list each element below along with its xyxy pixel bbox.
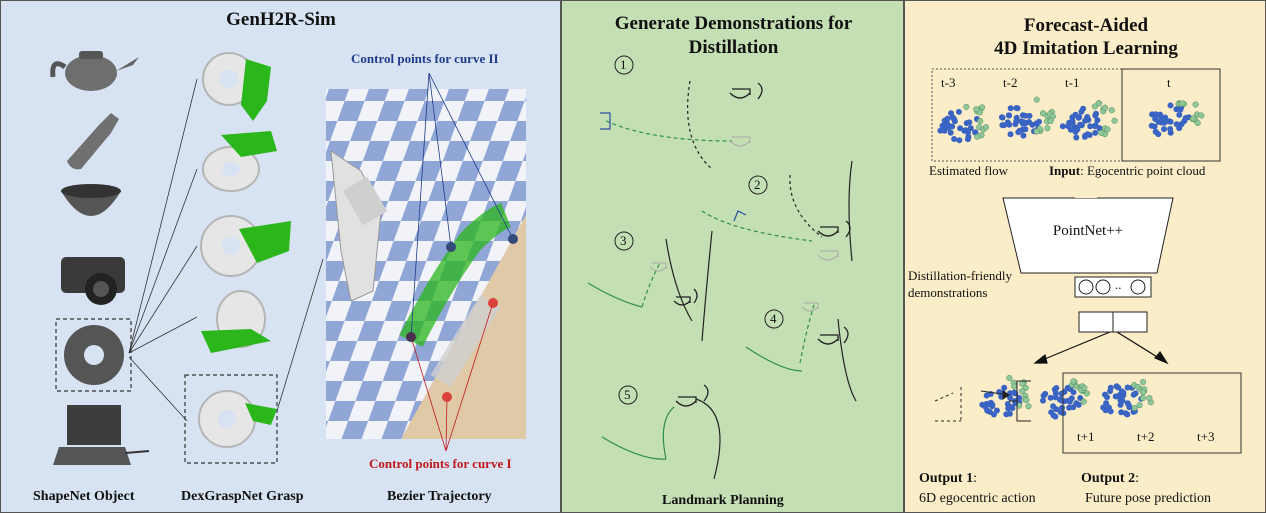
panel-genh2r-sim: GenH2R-Sim Control points for curve II C… bbox=[0, 0, 561, 513]
donut-object bbox=[64, 325, 124, 385]
laptop-object bbox=[53, 405, 150, 465]
input-label-rest: : Egocentric point cloud bbox=[1080, 163, 1206, 178]
curve-ii-leader-lines bbox=[410, 72, 514, 338]
feature-vector bbox=[1074, 276, 1152, 298]
control-point-i-2 bbox=[442, 392, 452, 402]
imitation-title-line2: 4D Imitation Learning bbox=[994, 38, 1178, 59]
step-number-1: 1 bbox=[620, 57, 627, 72]
frame-label-t: t bbox=[1167, 75, 1171, 90]
point-cloud-6 bbox=[1040, 378, 1090, 420]
grasp-4 bbox=[201, 290, 271, 353]
distillation-arrow-layer bbox=[1, 1, 363, 514]
point-cloud-4 bbox=[1148, 100, 1205, 138]
control-point-ii-1 bbox=[446, 242, 456, 252]
grasp-2 bbox=[202, 131, 277, 192]
output1-bold: Output 1 bbox=[919, 471, 974, 486]
point-cloud-7 bbox=[1100, 378, 1154, 418]
demo-title-line1: Generate Demonstrations for bbox=[614, 13, 853, 34]
grasp-1 bbox=[202, 52, 271, 121]
panel-imitation-learning: Forecast-Aided 4D Imitation Learning t-3… bbox=[904, 0, 1266, 513]
frame-label-t-3: t-3 bbox=[941, 75, 956, 90]
demo-drawing bbox=[587, 55, 857, 480]
step-circle-1 bbox=[614, 55, 634, 75]
future-label-t+1: t+1 bbox=[1077, 429, 1095, 444]
step-circle-3 bbox=[614, 231, 634, 251]
egocentric-action-glyph bbox=[934, 380, 1031, 422]
pointnet-label: PointNet++ bbox=[1052, 223, 1124, 239]
input-label: Input: Egocentric point cloud bbox=[1049, 163, 1205, 179]
control-point-ii-2 bbox=[508, 234, 518, 244]
ghost-cup-glyphs bbox=[649, 136, 839, 312]
step-circle-2 bbox=[748, 175, 768, 195]
output2-bold: Output 2 bbox=[1081, 471, 1136, 486]
shapenet-label: ShapeNet Object bbox=[33, 489, 135, 504]
future-label-t+2: t+2 bbox=[1137, 429, 1155, 444]
curve-i-leader-lines bbox=[410, 302, 494, 452]
arrow-label-line2: demonstrations bbox=[908, 285, 988, 300]
step-number-2: 2 bbox=[754, 177, 761, 192]
dexgraspnet-grasps bbox=[184, 52, 291, 464]
future-frames-box bbox=[1062, 372, 1242, 454]
control-point-i-1 bbox=[488, 298, 498, 308]
teapot-object bbox=[50, 51, 139, 91]
sim-drawing bbox=[50, 51, 526, 465]
frame-label-t-2: t-2 bbox=[1003, 75, 1018, 90]
output1-heading: Output 1: bbox=[919, 471, 977, 487]
panel-demonstrations: Generate Demonstrations for Distillation… bbox=[561, 0, 904, 513]
point-cloud-1 bbox=[937, 103, 989, 144]
bowl-object bbox=[61, 184, 121, 216]
current-frame-box bbox=[1121, 68, 1221, 162]
selected-object-box bbox=[55, 318, 132, 392]
pointnet-encoder bbox=[1002, 197, 1174, 274]
imitation-title-line1: Forecast-Aided bbox=[1023, 15, 1149, 36]
estimated-flow-label: Estimated flow bbox=[929, 163, 1009, 178]
output2-desc: Future pose prediction bbox=[1085, 491, 1211, 506]
sim-title: GenH2R-Sim bbox=[226, 9, 336, 30]
feature-dots: .. bbox=[1115, 277, 1122, 292]
bezier-label: Bezier Trajectory bbox=[387, 489, 492, 504]
shared-control-point bbox=[406, 332, 416, 342]
output1-desc: 6D egocentric action bbox=[919, 491, 1036, 506]
bottle-object bbox=[67, 113, 119, 170]
point-cloud-3 bbox=[1059, 100, 1118, 141]
output2-colon: : bbox=[1135, 471, 1139, 486]
step-number-5: 5 bbox=[624, 387, 631, 402]
shapenet-objects bbox=[50, 51, 150, 465]
object-connector-lines bbox=[128, 78, 324, 422]
future-label-t+3: t+3 bbox=[1197, 429, 1215, 444]
output2-heading: Output 2: bbox=[1081, 471, 1139, 487]
step-circle-5 bbox=[618, 385, 638, 405]
head-output-arrows bbox=[1033, 331, 1169, 365]
demo-title-line2: Distillation bbox=[688, 37, 779, 58]
curve-ii-label: Control points for curve II bbox=[351, 51, 499, 66]
grasp-5 bbox=[198, 390, 277, 448]
landmark-planning-label: Landmark Planning bbox=[662, 493, 784, 508]
step-circle-4 bbox=[764, 309, 784, 329]
curve-i-label: Control points for curve I bbox=[369, 456, 512, 471]
selected-grasp-box bbox=[184, 374, 278, 464]
bezier-scene bbox=[326, 72, 526, 452]
input-label-bold: Input bbox=[1049, 163, 1081, 178]
imitation-drawing bbox=[931, 68, 1242, 454]
camera-object bbox=[61, 257, 125, 305]
arrow-label-line1: Distillation-friendly bbox=[908, 268, 1012, 283]
point-clouds bbox=[937, 96, 1205, 420]
frame-label-t-1: t-1 bbox=[1065, 75, 1080, 90]
cup-glyphs bbox=[673, 82, 851, 407]
feature-node-3 bbox=[1130, 279, 1146, 295]
point-cloud-2 bbox=[998, 96, 1056, 139]
output1-colon: : bbox=[973, 471, 977, 486]
feature-node-2 bbox=[1095, 279, 1111, 295]
demo-trajectories bbox=[587, 80, 857, 480]
feature-node-1 bbox=[1078, 279, 1094, 295]
step-number-3: 3 bbox=[620, 233, 627, 248]
step-number-4: 4 bbox=[770, 311, 777, 326]
dexgraspnet-label: DexGraspNet Grasp bbox=[181, 489, 304, 504]
grasp-3 bbox=[200, 215, 291, 277]
